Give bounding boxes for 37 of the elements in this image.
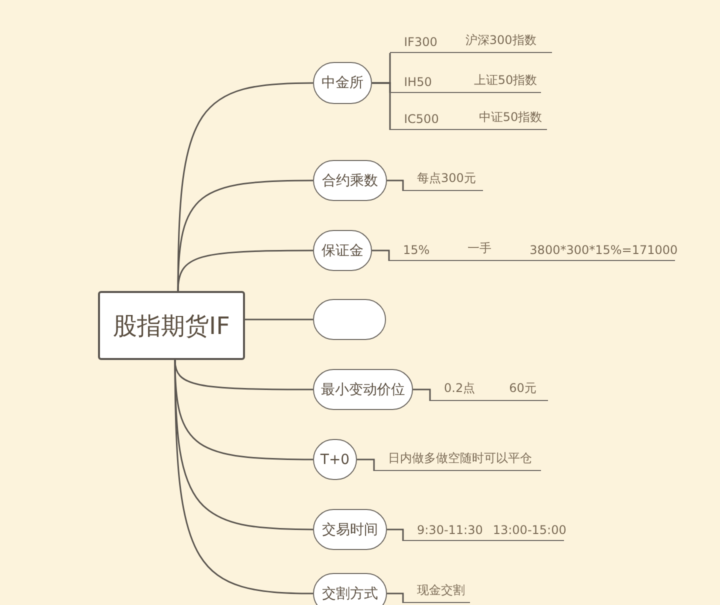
connector-line bbox=[372, 250, 390, 261]
topic-bubble: 交易时间 bbox=[313, 509, 387, 550]
empty-topic-bubble bbox=[313, 299, 386, 340]
connector-line bbox=[357, 458, 375, 471]
connector-line bbox=[177, 180, 313, 292]
topic-text: 沪深300指数 bbox=[465, 32, 536, 49]
central-topic-box: 股指期货IF bbox=[98, 291, 245, 360]
connector-line bbox=[177, 250, 313, 292]
topic-text: 现金交割 bbox=[417, 582, 465, 599]
connector-line bbox=[245, 318, 313, 320]
topic-bubble: 最小变动价位 bbox=[313, 369, 413, 410]
topic-text: IH50 bbox=[404, 75, 432, 89]
connector-line bbox=[387, 592, 404, 603]
topic-bubble: 合约乘数 bbox=[313, 160, 387, 201]
connector-line bbox=[372, 82, 391, 130]
topic-text: 60元 bbox=[509, 380, 536, 397]
topic-text: IF300 bbox=[404, 35, 438, 49]
topic-text: 3800*300*15%=171000 bbox=[530, 243, 678, 257]
connector-line bbox=[387, 528, 404, 541]
topic-text: 0.2点 bbox=[444, 380, 476, 397]
topic-text: 中证50指数 bbox=[478, 109, 542, 126]
connector-line bbox=[174, 360, 314, 594]
topic-text: IC500 bbox=[404, 112, 439, 126]
connector-line bbox=[387, 180, 404, 191]
topic-text: 日内做多做空随时可以平仓 bbox=[388, 450, 532, 467]
topic-bubble: 交割方式 bbox=[313, 573, 387, 605]
topic-bubble: 中金所 bbox=[313, 62, 372, 104]
topic-bubble: T+0 bbox=[313, 439, 357, 480]
topic-text: 13:00-15:00 bbox=[492, 523, 566, 537]
topic-bubble: 保证金 bbox=[313, 230, 372, 271]
topic-text: 上证50指数 bbox=[474, 72, 538, 89]
connector-line bbox=[177, 82, 314, 291]
topic-text: 15% bbox=[403, 243, 430, 257]
topic-text: 9:30-11:30 bbox=[417, 523, 483, 537]
topic-text: 每点300元 bbox=[417, 170, 476, 187]
topic-text: 一手 bbox=[468, 240, 492, 257]
connector-line bbox=[413, 388, 431, 401]
